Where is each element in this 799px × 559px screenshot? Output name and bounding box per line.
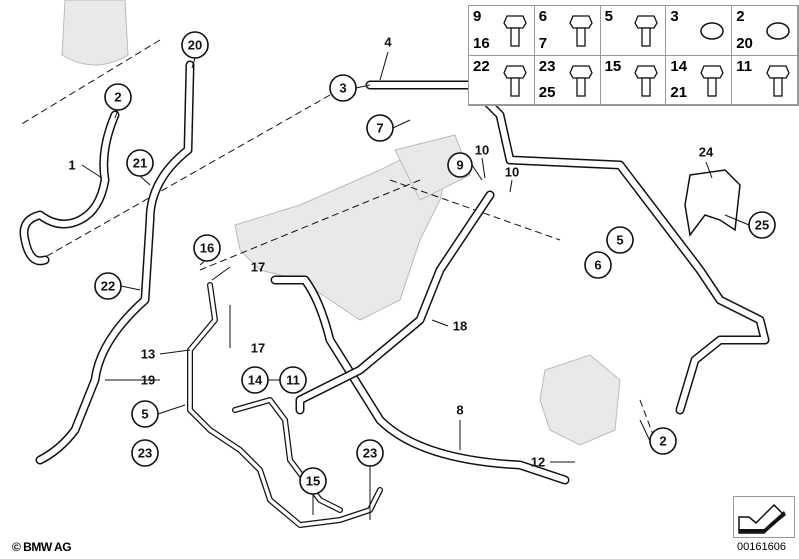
callout-3: 3 xyxy=(329,74,357,102)
parts-cell: 2 20 xyxy=(732,6,798,56)
callout-21: 21 xyxy=(126,149,154,177)
label-8: 8 xyxy=(456,403,463,418)
callout-14: 14 xyxy=(241,366,269,394)
part-number: 20 xyxy=(736,34,753,52)
svg-text:25: 25 xyxy=(755,218,769,233)
hose-clip-icon xyxy=(700,64,724,97)
hose-18 xyxy=(295,190,495,415)
svg-text:2: 2 xyxy=(659,434,666,449)
part-number: 14 xyxy=(670,57,688,75)
hose-1 xyxy=(19,110,120,266)
label-4: 4 xyxy=(384,35,392,50)
document-number: 00161606 xyxy=(737,541,786,553)
svg-text:15: 15 xyxy=(306,474,320,489)
callout-15: 15 xyxy=(299,467,327,495)
part-number: 9 xyxy=(473,8,482,25)
callout-5: 5 xyxy=(606,226,634,254)
copyright: © BMW AG xyxy=(12,540,72,554)
part-number: 11 xyxy=(736,57,753,75)
callout-25: 25 xyxy=(748,211,776,239)
part-number: 23 xyxy=(538,57,556,75)
pump-ghost xyxy=(539,354,621,446)
callout-22: 22 xyxy=(94,272,122,300)
callout-23: 23 xyxy=(356,439,384,467)
part-number: 6 xyxy=(538,8,548,25)
label-10: 10 xyxy=(475,143,489,158)
svg-text:23: 23 xyxy=(138,446,152,461)
callout-2: 2 xyxy=(104,83,132,111)
pressure-hose-8 xyxy=(270,275,570,485)
reservoir-ghost xyxy=(61,0,129,66)
svg-text:7: 7 xyxy=(376,121,383,136)
callout-7: 7 xyxy=(366,114,394,142)
part-number: 25 xyxy=(538,84,556,101)
svg-text:11: 11 xyxy=(286,373,300,388)
heat-shield xyxy=(684,169,741,237)
callout-16: 16 xyxy=(193,234,221,262)
line-15 xyxy=(232,397,343,513)
svg-text:14: 14 xyxy=(248,373,263,388)
grommet-icon xyxy=(503,64,527,97)
label-17: 17 xyxy=(251,341,265,356)
part-number: 7 xyxy=(538,34,548,52)
hose-20-22-19 xyxy=(35,60,195,465)
part-number: 2 xyxy=(736,8,745,25)
worm-hose-clamp-icon xyxy=(700,22,724,40)
callout-5: 5 xyxy=(131,400,159,428)
hex-bolt-icon xyxy=(568,64,593,97)
parts-cell: 11 xyxy=(732,55,798,105)
svg-text:6: 6 xyxy=(594,258,601,273)
svg-text:22: 22 xyxy=(101,279,115,294)
svg-text:2: 2 xyxy=(114,90,121,105)
svg-text:21: 21 xyxy=(133,156,147,171)
parts-cell: 22 xyxy=(469,55,535,105)
parts-cell: 14 21 xyxy=(666,55,733,105)
svg-text:3: 3 xyxy=(339,81,346,96)
return-hose-4-5 xyxy=(365,80,770,415)
svg-text:23: 23 xyxy=(363,446,377,461)
callout-9: 9 xyxy=(447,152,473,178)
svg-text:9: 9 xyxy=(456,158,463,173)
arrow-down-left-icon xyxy=(738,503,786,534)
svg-text:5: 5 xyxy=(141,407,148,422)
ear-clamp-icon xyxy=(766,22,790,40)
parts-cell: 23 25 xyxy=(534,55,601,105)
navigation-arrow-button[interactable] xyxy=(733,496,795,538)
hex-bolt-icon xyxy=(766,64,790,97)
part-number: 16 xyxy=(473,34,490,52)
line-13 xyxy=(187,282,383,528)
part-number: 5 xyxy=(604,8,613,25)
callout-2: 2 xyxy=(649,427,677,455)
parts-cell: 15 xyxy=(600,55,667,105)
label-10: 10 xyxy=(505,165,519,180)
callout-6: 6 xyxy=(584,251,612,279)
svg-text:5: 5 xyxy=(616,233,623,248)
label-17: 17 xyxy=(251,260,265,275)
parts-cell: 5 xyxy=(600,6,667,56)
part-number: 22 xyxy=(473,57,490,75)
banjo-bolt-icon xyxy=(503,15,527,47)
callout-23: 23 xyxy=(131,439,159,467)
label-12: 12 xyxy=(531,455,545,470)
part-number: 21 xyxy=(670,84,688,101)
part-number: 15 xyxy=(604,57,622,75)
parts-cell: 3 xyxy=(666,6,733,56)
label-1: 1 xyxy=(68,158,75,173)
p-clamp-icon xyxy=(634,15,659,47)
part-number: 3 xyxy=(670,8,679,25)
label-18: 18 xyxy=(453,319,467,334)
callout-20: 20 xyxy=(181,31,209,59)
callout-11: 11 xyxy=(279,366,307,394)
svg-text:20: 20 xyxy=(188,38,202,53)
svg-text:16: 16 xyxy=(200,241,214,256)
label-19: 19 xyxy=(141,373,155,388)
label-24: 24 xyxy=(699,145,714,160)
steering-rack-ghost xyxy=(234,134,471,321)
parts-cell: 9 16 xyxy=(469,6,535,56)
label-13: 13 xyxy=(141,347,155,362)
hex-bolt-icon xyxy=(634,64,659,97)
flange-nut-icon xyxy=(568,15,593,47)
